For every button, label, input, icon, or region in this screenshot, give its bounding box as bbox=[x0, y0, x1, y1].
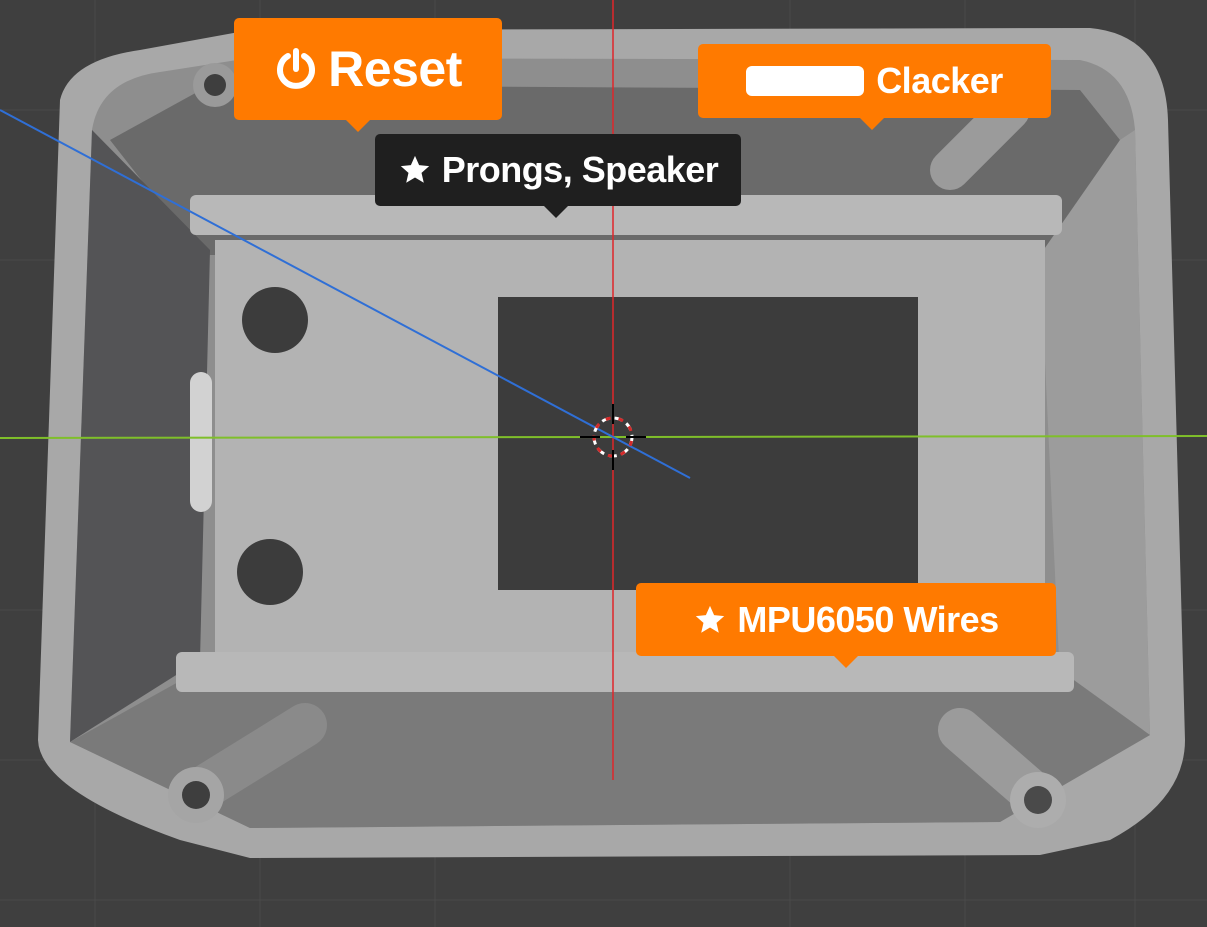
front-wall bbox=[70, 670, 1150, 828]
callout-reset: Reset bbox=[234, 18, 502, 132]
star-icon bbox=[398, 153, 432, 187]
power-icon bbox=[274, 47, 318, 91]
callout-mpu-label: MPU6050 Wires bbox=[737, 598, 999, 640]
callout-reset-label: Reset bbox=[328, 41, 462, 97]
screw-post bbox=[193, 63, 237, 107]
z-axis-line bbox=[0, 109, 691, 479]
callout-prongs-label: Prongs, Speaker bbox=[441, 149, 719, 190]
left-wall bbox=[70, 130, 210, 742]
callout-clacker-label: Clacker bbox=[876, 60, 1003, 101]
callout-clacker: Clacker bbox=[698, 44, 1051, 130]
x-axis-line bbox=[0, 435, 1207, 439]
side-slot bbox=[190, 372, 212, 512]
screw-post bbox=[930, 90, 1030, 190]
mount-hole bbox=[242, 287, 308, 353]
mount-hole bbox=[237, 539, 303, 605]
callout-mpu6050-wires: MPU6050 Wires bbox=[636, 583, 1056, 668]
white-swatch bbox=[746, 66, 865, 96]
right-wall bbox=[1040, 130, 1150, 735]
star-icon bbox=[693, 603, 727, 637]
bottom-rail bbox=[176, 652, 1074, 692]
display-window bbox=[498, 297, 918, 590]
3d-cursor-icon[interactable] bbox=[580, 404, 646, 470]
screw-post bbox=[938, 708, 1066, 828]
screw-post bbox=[168, 703, 327, 823]
callout-prongs-speaker: Prongs, Speaker bbox=[375, 134, 741, 218]
